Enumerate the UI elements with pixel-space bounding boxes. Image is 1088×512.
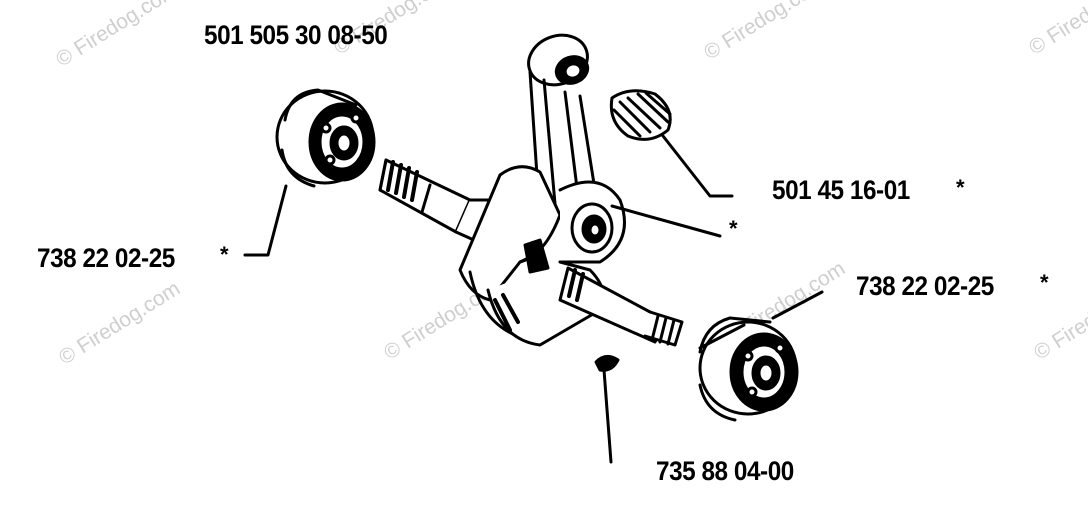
part-label-needle-bearing: 501 45 16-01 [772, 175, 910, 205]
connecting-rod [527, 33, 597, 222]
crank-webs [458, 165, 626, 347]
right-bearing-icon [698, 316, 799, 422]
asterisk-marker: * [729, 216, 738, 241]
asterisk-marker: * [956, 175, 965, 200]
needle-bearing-icon [609, 89, 672, 141]
part-label-crankshaft: 501 505 30 08-50 [204, 20, 388, 50]
key-icon [594, 355, 620, 372]
asterisk-marker: * [220, 242, 229, 267]
part-label-key: 735 88 04-00 [656, 456, 794, 486]
part-label-bearing-left: 738 22 02-25 [37, 243, 175, 273]
part-label-bearing-right: 738 22 02-25 [856, 271, 994, 301]
right-shaft [558, 266, 684, 347]
leader-lines [243, 134, 824, 464]
asterisk-marker: * [1040, 270, 1049, 295]
left-bearing-icon [275, 88, 376, 188]
